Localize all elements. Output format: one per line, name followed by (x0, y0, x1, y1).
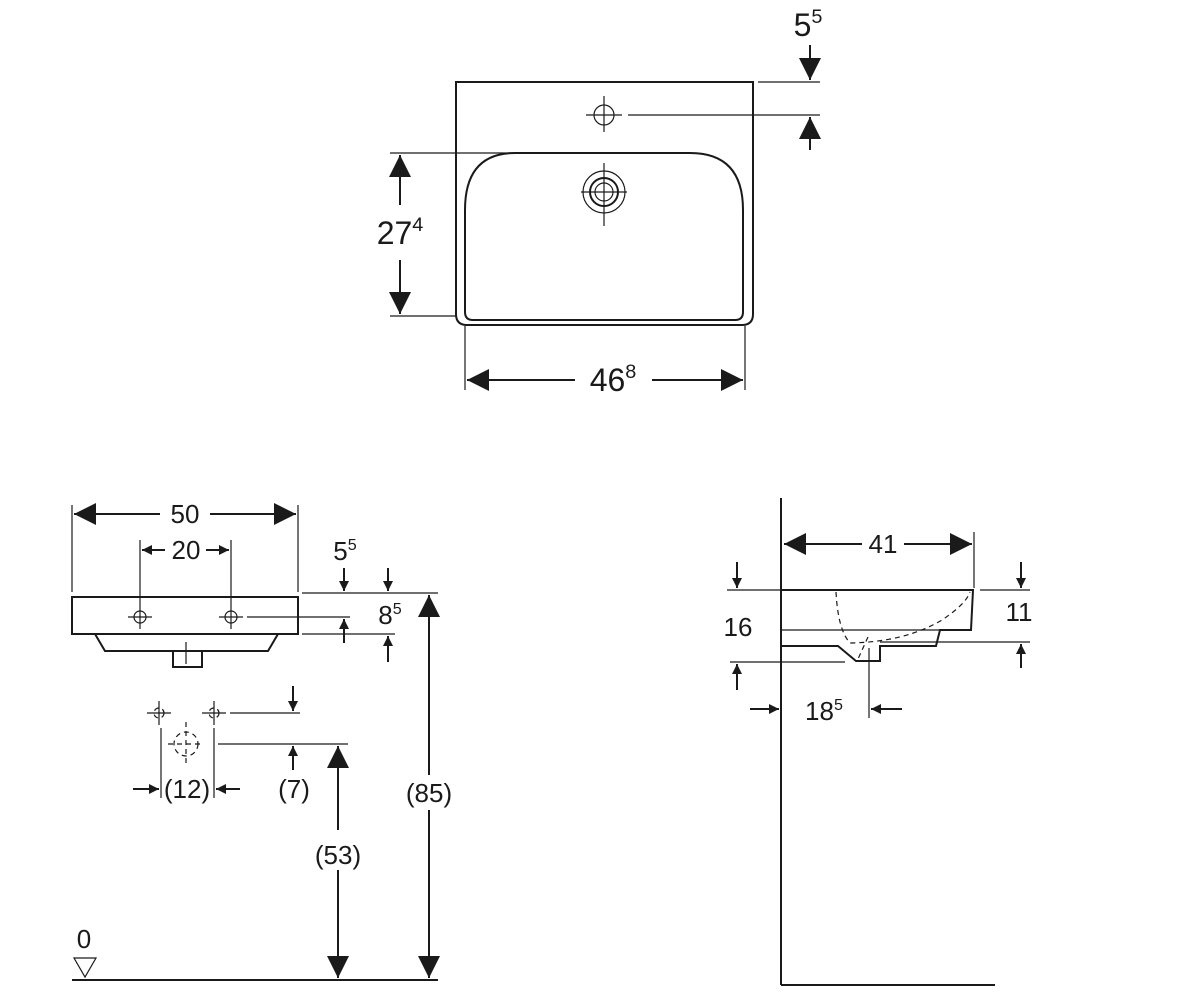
floor-level-label: 0 (77, 924, 91, 954)
dim-waste-height-label: (53) (315, 840, 361, 870)
tap-hole-icon (586, 96, 622, 132)
basin-outline (455, 81, 754, 326)
dim-thickness-label: 85 (378, 600, 401, 630)
dim-tap-hole-label: 55 (794, 6, 823, 43)
side-bowl-hidden-line (835, 591, 971, 644)
front-view: 50 20 55 85 (71, 499, 452, 981)
supply-left-icon (147, 701, 171, 725)
dim-depth-side-label: 11 (1006, 597, 1033, 627)
top-view: 274 468 55 (377, 6, 823, 398)
dim-width-label: 468 (590, 361, 637, 398)
dim-supply-spacing-label: (12) (164, 774, 210, 804)
dim-waste-offset-label: 185 (805, 696, 843, 726)
dim-height-label: 16 (724, 612, 753, 642)
dim-depth-label: 274 (377, 214, 424, 251)
dim-supply-offset-label: (7) (278, 774, 310, 804)
waste-outlet-icon (168, 722, 204, 764)
dim-top-offset-label: 55 (333, 536, 356, 566)
tap-hole-right-icon (219, 605, 243, 629)
basin-bowl (464, 152, 744, 321)
side-basin-profile (781, 589, 975, 662)
side-view: 41 16 11 185 (724, 498, 1033, 986)
front-waste-outlet (172, 651, 203, 668)
supply-right-icon (202, 701, 226, 725)
dim-projection-label: 41 (869, 529, 898, 559)
front-basin-rim (71, 596, 299, 635)
overflow-drain-icon (581, 163, 627, 226)
dim-tap-spacing-label: 20 (172, 535, 201, 565)
tap-hole-left-icon (128, 605, 152, 629)
dim-rim-height-label: (85) (406, 778, 452, 808)
dim-overall-width-label: 50 (171, 499, 200, 529)
floor-level-icon (72, 957, 98, 979)
